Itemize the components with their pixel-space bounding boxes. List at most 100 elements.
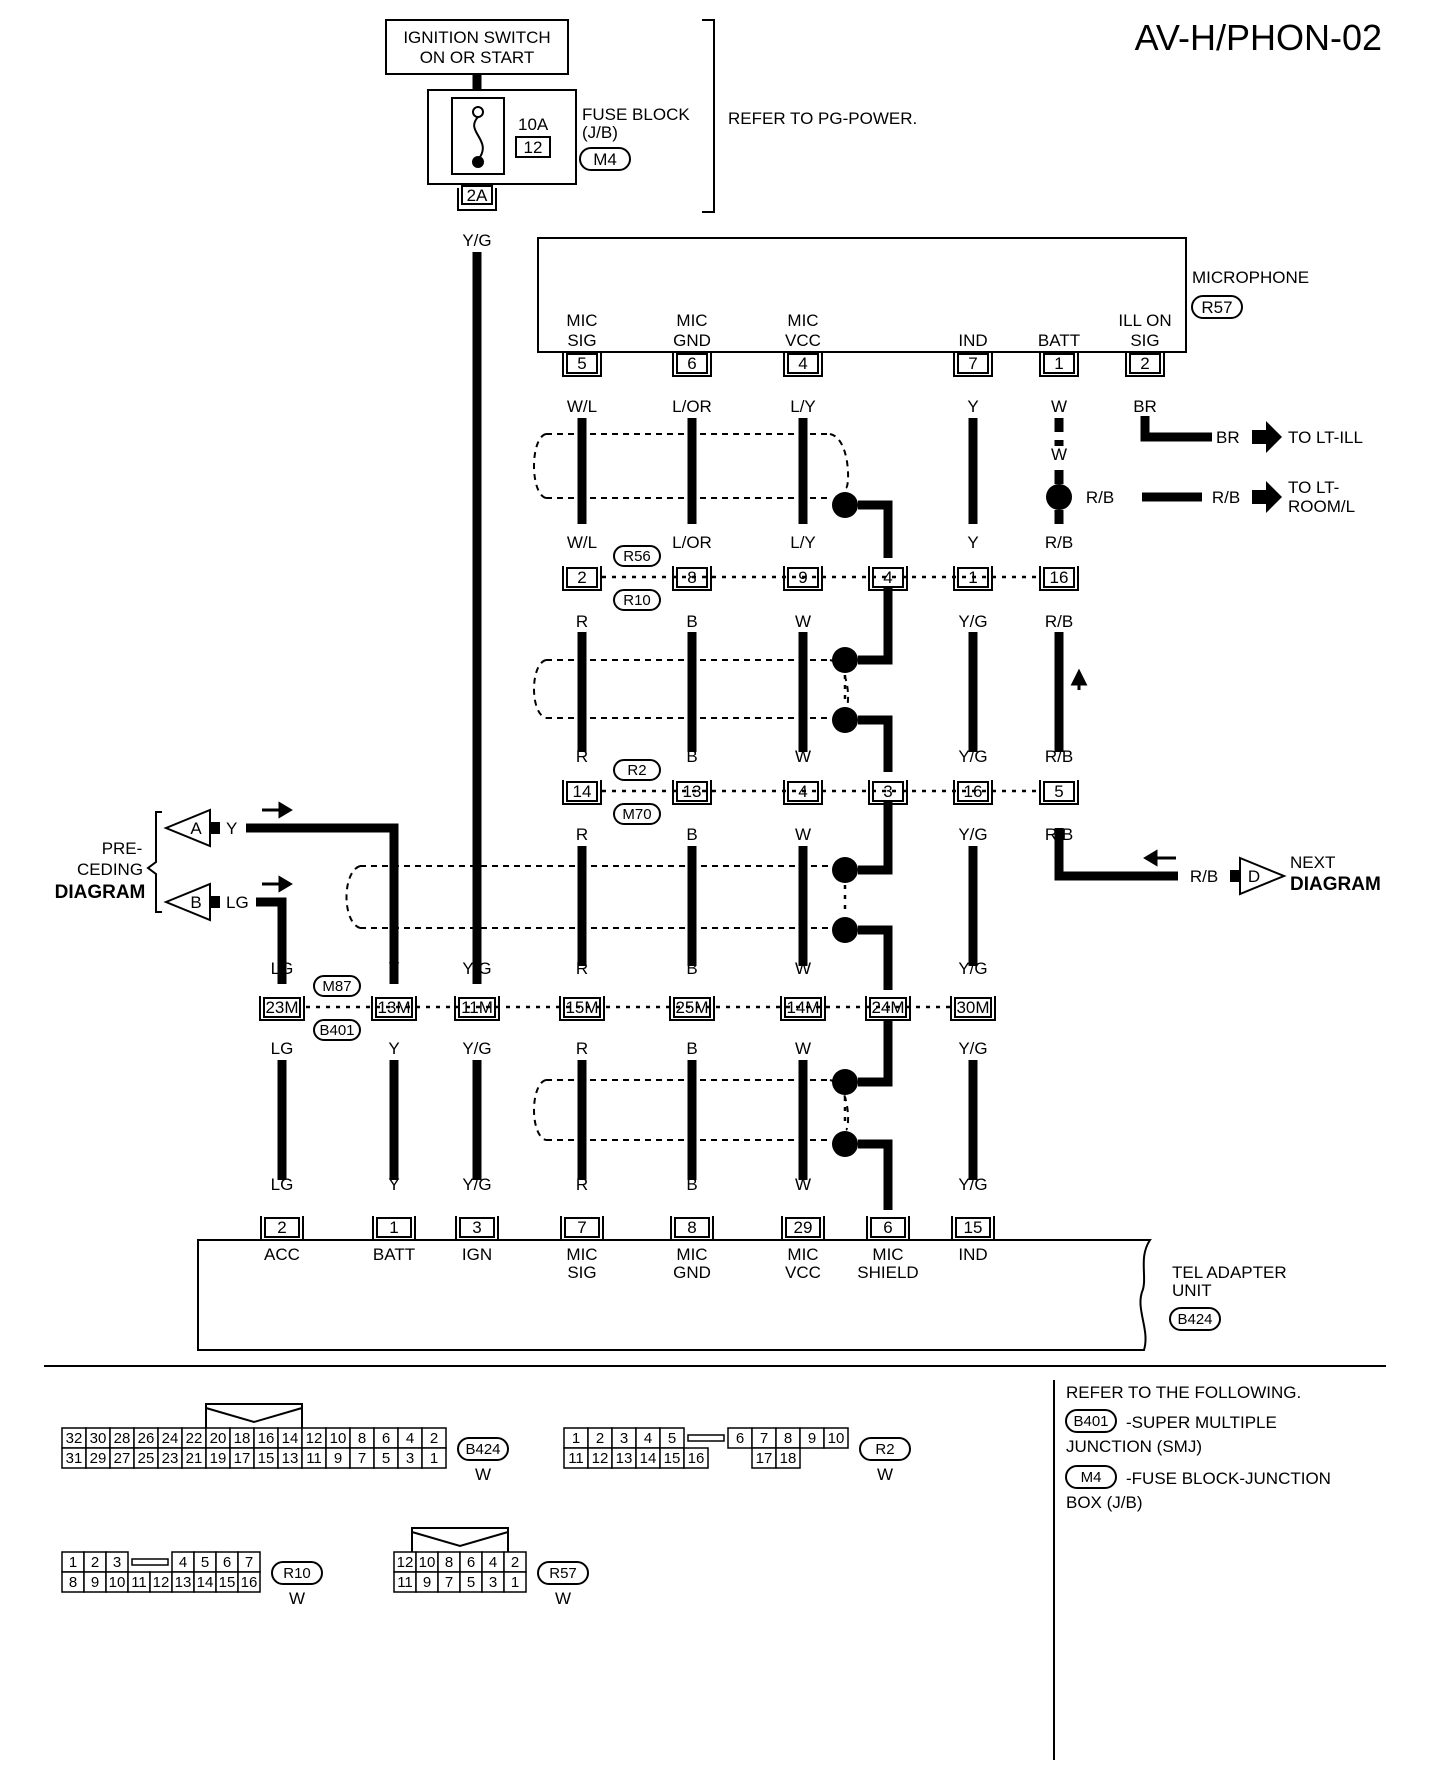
tel-pin-3-label: 7 xyxy=(577,1218,586,1237)
j3-bot-wire-0: LG xyxy=(271,1039,294,1058)
mic-pin-3-label: 7 xyxy=(968,354,977,373)
mic-pin-4-bracket xyxy=(1039,352,1079,377)
j3-pin-7-box xyxy=(954,997,992,1018)
tel-pin-5-label: 29 xyxy=(794,1218,813,1237)
conn-R10-id: R10 xyxy=(283,1565,311,1582)
mic-pin-2-bracket xyxy=(783,352,823,377)
tel-pin-sub-3: SIG xyxy=(567,1263,596,1282)
refer-heading: REFER TO THE FOLLOWING. xyxy=(1066,1383,1301,1402)
j1-top-wire-1: L/OR xyxy=(672,533,712,552)
mic-pin-1-label: 6 xyxy=(687,354,696,373)
fuse-connector-badge xyxy=(579,147,631,171)
shield1-drain xyxy=(832,492,858,518)
j1-conn-a: R56 xyxy=(623,548,651,565)
to-lt-room-label2: ROOM/L xyxy=(1288,497,1355,516)
conn-R57-color: W xyxy=(555,1589,571,1608)
j2-conn-b: M70 xyxy=(622,806,651,823)
tel-pin-3-bracket xyxy=(560,1216,604,1241)
shield4-drain-wire-top xyxy=(858,1020,893,1087)
conn-R57-r1-pin-5: 2 xyxy=(511,1554,519,1571)
conn-R2-r2-pin-0: 11 xyxy=(568,1450,584,1467)
next-diagram: R/B D NEXT DIAGRAM xyxy=(1054,828,1381,896)
conn-R2-r1-pin-0: 1 xyxy=(572,1430,580,1447)
mic-pin-1-box xyxy=(676,353,708,374)
shield2-drain-wire-bot xyxy=(858,715,893,772)
mic-pin-3-box xyxy=(957,353,989,374)
j3-top-wire-2: Y/G xyxy=(462,959,491,978)
conn-B424-badge xyxy=(457,1437,509,1461)
conn-B424-id: B424 xyxy=(465,1441,500,1458)
mic-pin-0-label: 5 xyxy=(577,354,586,373)
tel-pin-func-4: MIC xyxy=(676,1245,707,1264)
mic-pin-func-0: MIC xyxy=(566,311,597,330)
refer-item2-l2: BOX (J/B) xyxy=(1066,1493,1143,1512)
refer-item1-l2: JUNCTION (SMJ) xyxy=(1066,1437,1202,1456)
tel-adapter-unit: TEL ADAPTER UNIT B424 xyxy=(197,1239,1287,1351)
j1-bot-wire-2: W xyxy=(795,612,811,631)
conn-R2-lock-1 xyxy=(687,1434,725,1442)
conn-R2-r2-pin-1: 12 xyxy=(592,1450,609,1467)
j3-pin-0-label: 23M xyxy=(265,998,298,1017)
j1-pin-3-bracket xyxy=(868,566,908,591)
tel-pin-1-bracket xyxy=(372,1216,416,1241)
conn-B424-r2-pin-11: 9 xyxy=(334,1450,342,1467)
mic-pin-name-2: VCC xyxy=(785,331,821,350)
shield2-drain-bot xyxy=(832,707,858,733)
conn-B424-r1-pin-14: 4 xyxy=(406,1430,414,1447)
j3-conn-b: B401 xyxy=(319,1022,354,1039)
tel-pin-0-bracket xyxy=(260,1216,304,1241)
j2-pin-0-box xyxy=(566,781,598,802)
fuse-amp: 10A xyxy=(518,115,549,134)
fuse-wire-color: Y/G xyxy=(462,231,491,250)
shield3-left xyxy=(345,865,361,929)
j2-bot-wire-3: Y/G xyxy=(958,825,987,844)
connector-d: D xyxy=(1248,867,1260,886)
tel-pin-func-3: MIC xyxy=(566,1245,597,1264)
mic-pin-name-4: BATT xyxy=(1038,331,1080,350)
conn-B424-r1-pin-15: 2 xyxy=(430,1430,438,1447)
tel-pin-6-bracket xyxy=(866,1216,910,1241)
j1-conn-b: R10 xyxy=(623,592,651,609)
j3-conn-a: M87 xyxy=(322,978,351,995)
conn-R57-r1-pin-0: 12 xyxy=(397,1554,414,1571)
tel-pin-func-6: MIC xyxy=(872,1245,903,1264)
conn-R57-id: R57 xyxy=(549,1565,577,1582)
tel-unit-connector: B424 xyxy=(1177,1311,1212,1328)
tel-pin-0-box xyxy=(264,1217,300,1238)
page-code: AV-H/PHON-02 xyxy=(1135,17,1382,58)
j3-bot-wire-2: Y/G xyxy=(462,1039,491,1058)
conn-B424-r2-pin-9: 13 xyxy=(282,1450,299,1467)
rb-flow-arrow xyxy=(1070,668,1088,690)
shield3-drain-wire-top xyxy=(858,796,893,875)
conn-R57-r1-pin-4: 4 xyxy=(489,1554,497,1571)
fuse-block-jb: (J/B) xyxy=(582,123,618,142)
mic-pin-5-box xyxy=(1129,353,1161,374)
tel-wire-color-3: R xyxy=(576,1175,588,1194)
j2-conn-a: R2 xyxy=(627,762,646,779)
conn-B424-r2-pin-0: 31 xyxy=(66,1450,83,1467)
to-lt-room-label1: TO LT- xyxy=(1288,478,1339,497)
conn-R2-r1-pin-1: 2 xyxy=(596,1430,604,1447)
j2-pin-3-label: 3 xyxy=(883,782,892,801)
j1-pin-5-box xyxy=(1043,567,1075,588)
next-flow-arrow xyxy=(1143,849,1176,867)
conn-B424-r2-pin-12: 7 xyxy=(358,1450,366,1467)
j3-bot-wire-5: W xyxy=(795,1039,811,1058)
shield4-drain-wire-bot xyxy=(858,1139,893,1210)
conn-R10-r2-pin-7: 15 xyxy=(219,1574,236,1591)
conn-B424-r2-pin-5: 21 xyxy=(186,1450,203,1467)
mic-pin-0-bracket xyxy=(562,352,602,377)
refer-item2-l1: -FUSE BLOCK-JUNCTION xyxy=(1126,1469,1331,1488)
conn-B424-r1-pin-4: 24 xyxy=(162,1430,179,1447)
conn-R2-r2-pin-2: 13 xyxy=(616,1450,633,1467)
conn-B424-r2-pin-10: 11 xyxy=(306,1450,322,1467)
tel-pin-3-box xyxy=(564,1217,600,1238)
microphone: MICROPHONE R57 xyxy=(537,237,1309,353)
ignition-line1: IGNITION SWITCH xyxy=(403,28,550,47)
j3-top-wire-4: B xyxy=(686,959,697,978)
j2-bot-wire-2: W xyxy=(795,825,811,844)
connector-d-triangle xyxy=(1239,856,1287,896)
tel-pin-func-2: IGN xyxy=(462,1245,492,1264)
j2-pin-5-bracket xyxy=(1039,780,1079,805)
